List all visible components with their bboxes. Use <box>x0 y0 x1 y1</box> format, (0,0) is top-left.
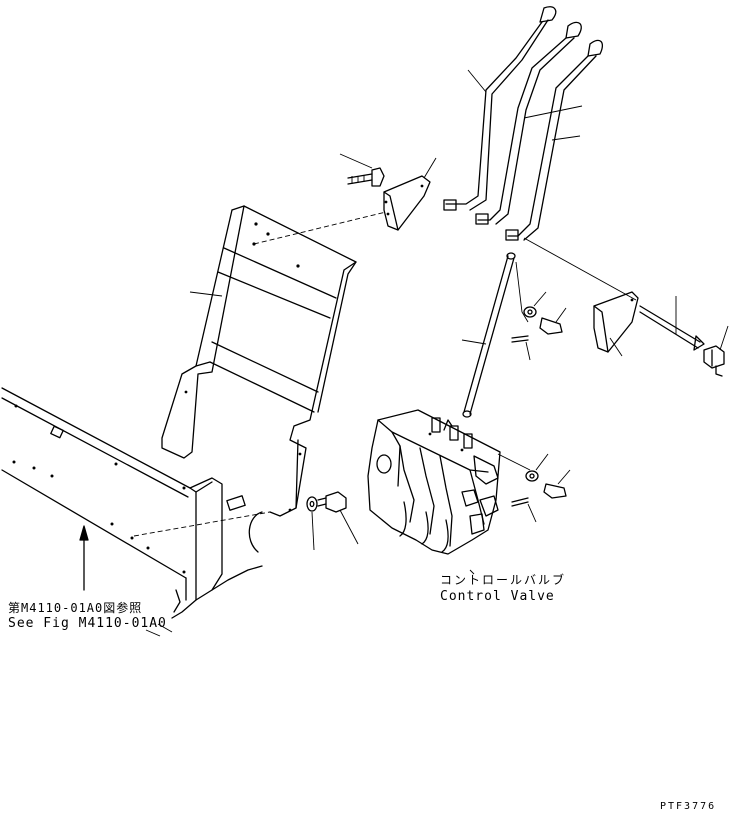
see-fig-label-jp: 第M4110-01A0図参照 <box>8 601 143 615</box>
lower-pin-set <box>497 453 571 523</box>
control-levers <box>443 6 637 301</box>
frame-bolt-set <box>306 491 359 551</box>
control-valve-label-jp: コントロールバルブ <box>440 573 567 587</box>
drawing-code-label: PTF3776 <box>660 801 717 812</box>
top-bracket <box>339 153 437 231</box>
see-fig-label-en: See Fig M4110-01A0 <box>8 616 167 631</box>
upper-pin-set <box>511 291 567 361</box>
control-valve-body <box>367 409 501 555</box>
right-bracket <box>593 291 729 377</box>
reference-arrow <box>79 525 173 637</box>
control-valve-label-en: Control Valve <box>440 589 555 604</box>
frame-panel <box>1 387 271 619</box>
upright-bracket <box>161 205 387 517</box>
linkage-rod <box>461 252 529 418</box>
